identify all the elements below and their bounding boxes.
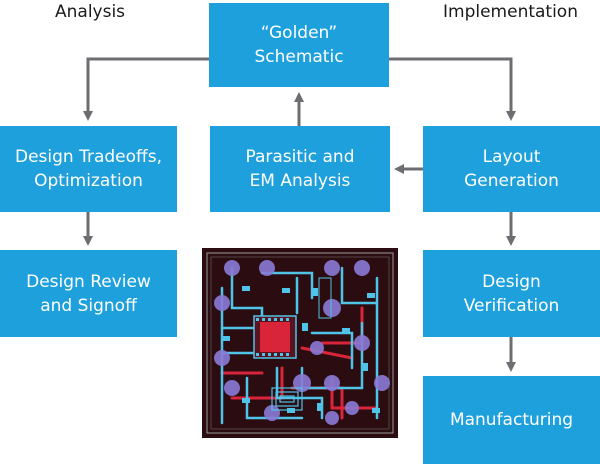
parasitic-line1: Parasitic and [245,147,355,167]
golden-schematic-line2: Schematic [254,47,344,67]
design-review-signoff-box: Design Review and Signoff [0,250,177,337]
parasitic-line2: EM Analysis [249,171,351,191]
implementation-heading: Implementation [443,2,578,22]
layout-line2: Generation [464,171,559,191]
golden-schematic-line1: “Golden” [260,23,338,43]
design-tradeoffs-line2: Optimization [34,171,143,191]
design-tradeoffs-line1: Design Tradeoffs, [14,147,162,167]
analysis-heading: Analysis [55,2,126,22]
verification-line2: Verification [463,295,560,316]
arrow-golden-to-layout [389,57,516,121]
layout-line1: Layout [482,147,541,167]
parasitic-em-analysis-box: Parasitic and EM Analysis [210,126,390,212]
manufacturing-line1: Manufacturing [449,410,574,430]
design-verification-box: Design Verification [423,250,600,337]
review-line2: and Signoff [40,295,137,316]
pcb-layout-image [202,248,398,438]
layout-generation-box: Layout Generation [423,126,600,212]
review-line1: Design Review [26,271,151,292]
design-tradeoffs-box: Design Tradeoffs, Optimization [0,126,177,212]
manufacturing-box: Manufacturing [423,376,600,464]
golden-schematic-box: “Golden” Schematic [209,3,389,87]
arrow-golden-to-tradeoffs [83,57,209,121]
verification-line1: Design [482,271,541,292]
